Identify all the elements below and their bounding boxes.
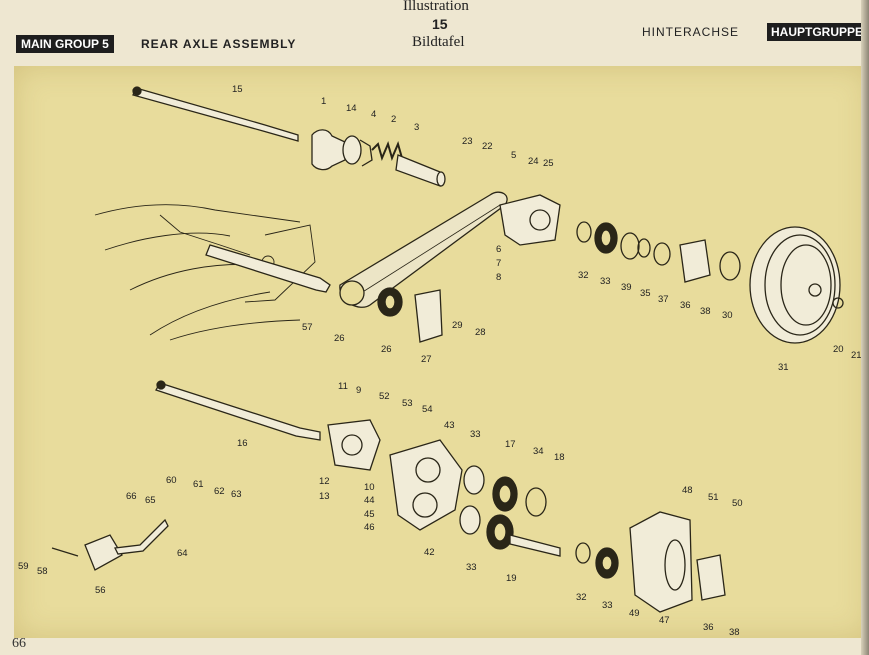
gear-set — [459, 465, 561, 557]
part-label: 38 — [700, 306, 711, 317]
part-label: 32 — [576, 592, 587, 603]
part-label: 62 — [214, 486, 225, 497]
part-label: 44 — [364, 495, 375, 506]
brake-drum — [749, 226, 844, 344]
part-label: 4 — [371, 109, 376, 120]
part-label: 11 — [338, 381, 348, 392]
part-label: 19 — [506, 573, 517, 584]
part-label: 25 — [543, 158, 554, 169]
main-group-badge: MAIN GROUP 5 — [16, 35, 114, 53]
part-label: 18 — [554, 452, 565, 463]
right-bearing-stack — [576, 221, 741, 283]
part-label: 15 — [232, 84, 243, 95]
part-label: 12 — [319, 476, 330, 487]
part-label: 58 — [37, 566, 48, 577]
part-label: 46 — [364, 522, 375, 533]
drive-shaft — [205, 244, 331, 293]
page-number: 66 — [12, 636, 26, 651]
part-label: 6 — [496, 244, 501, 255]
axle-shaft-lower — [155, 380, 321, 441]
part-label: 35 — [640, 288, 651, 299]
part-label: 10 — [364, 482, 375, 493]
english-title: REAR AXLE ASSEMBLY — [141, 37, 297, 51]
part-label: 45 — [364, 509, 375, 520]
part-label: 57 — [302, 322, 313, 333]
part-label: 27 — [421, 354, 432, 365]
part-label: 49 — [629, 608, 640, 619]
part-label: 30 — [722, 310, 733, 321]
axle-shaft-upper — [132, 86, 299, 142]
part-label: 66 — [126, 491, 137, 502]
hauptgruppe-badge: HAUPTGRUPPE — [767, 23, 869, 41]
part-label: 7 — [496, 258, 501, 269]
trailing-arm — [339, 191, 508, 317]
book-edge — [861, 0, 869, 655]
part-label: 21 — [851, 350, 862, 361]
part-label: 64 — [177, 548, 188, 559]
part-label: 5 — [511, 150, 516, 161]
part-label: 50 — [732, 498, 743, 509]
part-label: 48 — [682, 485, 693, 496]
part-label: 53 — [402, 398, 413, 409]
part-label: 43 — [444, 420, 455, 431]
part-label: 13 — [319, 491, 330, 502]
part-label: 63 — [231, 489, 242, 500]
german-title: HINTERACHSE — [642, 25, 740, 39]
chassis-frame-sketch — [94, 204, 316, 341]
part-label: 51 — [708, 492, 719, 503]
illustration-number: 15 — [432, 16, 448, 32]
part-label: 36 — [680, 300, 691, 311]
part-label: 16 — [237, 438, 248, 449]
part-label: 60 — [166, 475, 177, 486]
part-label: 33 — [600, 276, 611, 287]
part-label: 61 — [193, 479, 204, 490]
part-label: 34 — [533, 446, 544, 457]
part-label: 38 — [729, 627, 740, 638]
part-label: 32 — [578, 270, 589, 281]
part-label: 47 — [659, 615, 670, 626]
axle-tube-assembly — [311, 129, 446, 187]
part-label: 17 — [505, 439, 516, 450]
bildtafel-label: Bildtafel — [412, 34, 465, 50]
part-label: 31 — [778, 362, 789, 373]
part-label: 14 — [346, 103, 357, 114]
part-label: 20 — [833, 344, 844, 355]
gear-housing — [327, 419, 463, 531]
part-label: 29 — [452, 320, 463, 331]
part-label: 59 — [18, 561, 29, 572]
bearing-housing — [499, 194, 561, 246]
gear-cover — [575, 511, 726, 613]
part-label: 37 — [658, 294, 669, 305]
part-label: 26 — [381, 344, 392, 355]
illustration-label: Illustration — [403, 0, 469, 14]
part-label: 3 — [414, 122, 419, 133]
part-label: 33 — [470, 429, 481, 440]
part-label: 56 — [95, 585, 106, 596]
exploded-view-illustration — [14, 66, 869, 638]
part-label: 23 — [462, 136, 473, 147]
part-label: 54 — [422, 404, 433, 415]
part-label: 1 — [321, 96, 326, 107]
part-label: 42 — [424, 547, 435, 558]
part-label: 33 — [466, 562, 477, 573]
part-label: 26 — [334, 333, 345, 344]
part-label: 9 — [356, 385, 361, 396]
part-label: 33 — [602, 600, 613, 611]
cover-plate — [414, 289, 443, 343]
part-label: 52 — [379, 391, 390, 402]
part-label: 39 — [621, 282, 632, 293]
part-label: 36 — [703, 622, 714, 633]
part-label: 8 — [496, 272, 501, 283]
part-label: 2 — [391, 114, 396, 125]
part-label: 24 — [528, 156, 539, 167]
linkage-lever — [51, 518, 169, 571]
part-label: 65 — [145, 495, 156, 506]
part-label: 22 — [482, 141, 493, 152]
part-label: 28 — [475, 327, 486, 338]
